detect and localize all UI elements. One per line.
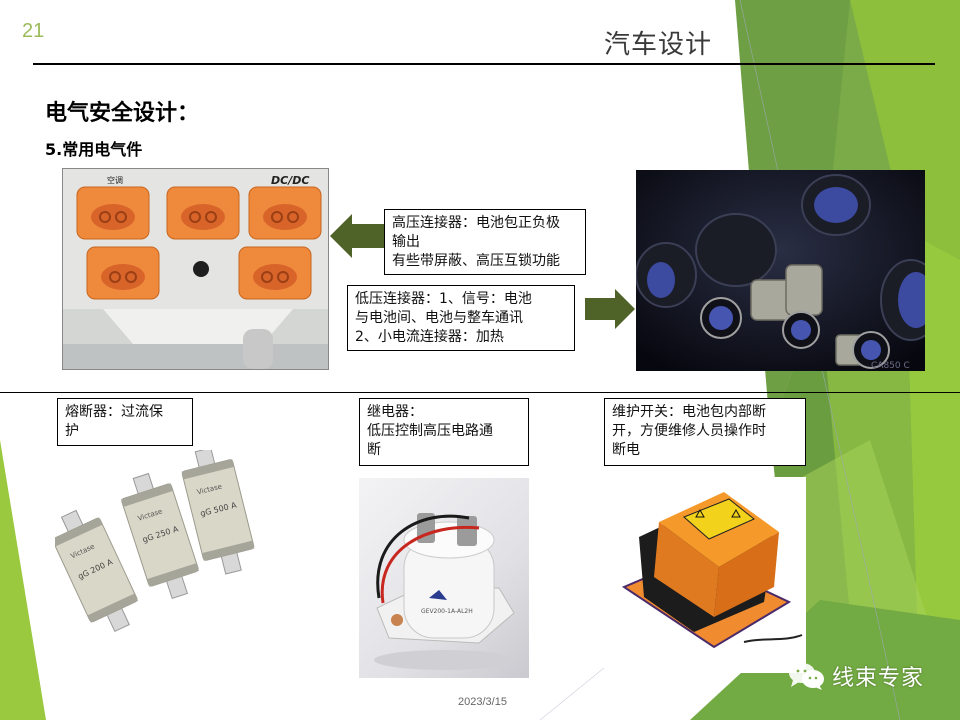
callout-line: 断电 — [612, 442, 640, 458]
callout-line: 开，方便维修人员操作时 — [612, 423, 766, 439]
callout-line: 低压连接器：1、信号：电池 — [355, 291, 532, 307]
lv-connectors-image: CA850 C — [636, 170, 925, 371]
callout-line: 与电池间、电池与整车通讯 — [355, 310, 523, 326]
relay-callout: 继电器： 低压控制高压电路通 断 — [359, 398, 529, 466]
section-subtitle: 5.常用电气件 — [45, 140, 143, 159]
slide-number: 21 — [22, 20, 45, 42]
panel-label-dcdc: DC/DC — [271, 174, 309, 187]
wechat-icon — [789, 663, 824, 690]
service-switch-image — [604, 477, 806, 673]
image-watermark: CA850 C — [871, 361, 910, 371]
callout-line: 高压连接器：电池包正负极 — [392, 215, 560, 231]
callout-line: 2、小电流连接器：加热 — [355, 329, 504, 345]
arrow-left-icon — [330, 214, 384, 258]
callout-line: 继电器： — [367, 404, 423, 420]
slide-date: 2023/3/15 — [458, 696, 507, 708]
callout-line: 低压控制高压电路通 — [367, 423, 493, 439]
service-switch-callout: 维护开关：电池包内部断 开，方便维修人员操作时 断电 — [604, 398, 806, 466]
fuses-image: Victase gG 200 A Victase gG 250 A Vi — [55, 450, 265, 645]
arrow-right-icon — [585, 289, 635, 329]
relay-model: GEV200-1A-AL2H — [421, 608, 473, 615]
watermark: 线束专家 — [788, 660, 924, 692]
callout-line: 熔断器：过流保 — [65, 404, 163, 420]
callout-line: 输出 — [392, 234, 420, 250]
callout-line: 有些带屏蔽、高压互锁功能 — [392, 253, 560, 269]
callout-line: 护 — [65, 423, 79, 439]
section-divider — [0, 392, 960, 393]
callout-line: 断 — [367, 442, 381, 458]
panel-label-ac: 空调 — [107, 175, 123, 185]
callout-line: 维护开关：电池包内部断 — [612, 404, 766, 420]
lv-connector-callout: 低压连接器：1、信号：电池 与电池间、电池与整车通讯 2、小电流连接器：加热 — [347, 285, 575, 351]
hv-connector-panel-image: 空调 DC/DC — [62, 168, 329, 370]
header-divider — [33, 63, 935, 65]
slide-header: 汽车设计 — [604, 30, 713, 60]
hv-connector-callout: 高压连接器：电池包正负极 输出 有些带屏蔽、高压互锁功能 — [384, 209, 586, 275]
fuse-callout: 熔断器：过流保 护 — [57, 398, 193, 446]
section-title: 电气安全设计： — [45, 101, 200, 126]
relay-image: GEV200-1A-AL2H — [359, 478, 529, 678]
watermark-text: 线束专家 — [832, 666, 925, 691]
